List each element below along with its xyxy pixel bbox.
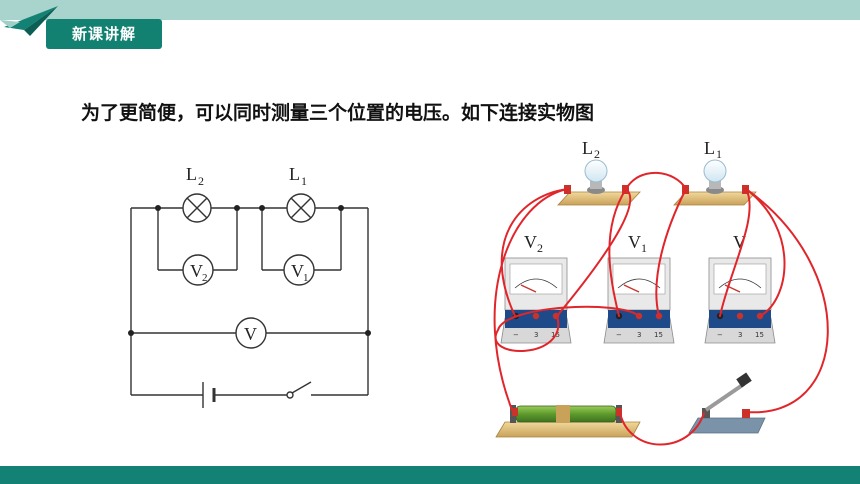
physical-voltmeter-v1-terminal-3: 3: [637, 331, 641, 339]
top-band: [0, 0, 860, 20]
physical-lamp-l1-sub: 1: [716, 147, 722, 161]
physical-voltmeter-v2-terminal-3: 3: [534, 331, 538, 339]
physical-voltmeter-v1-terminal-15: 15: [654, 331, 663, 339]
physical-voltmeter-v: V − 3 15: [704, 232, 776, 344]
physical-lamp-l1: L 1: [673, 138, 757, 206]
schematic-lamp-l1: L 1: [286, 164, 316, 223]
physical-voltmeter-v1-terminal-minus: −: [616, 331, 622, 339]
physical-voltmeter-v-letter: V: [733, 232, 746, 252]
schematic-meter-v2-sub: 2: [202, 272, 208, 284]
schematic-junctions: [128, 205, 371, 336]
physical-wires: [493, 171, 829, 446]
physical-voltmeter-v2-sub: 2: [537, 241, 543, 255]
schematic-diagram: [130, 207, 369, 396]
paper-plane-icon: [0, 6, 58, 36]
physical-voltmeter-v2-terminal-minus: −: [513, 331, 519, 339]
heading: 为了更简便，可以同时测量三个位置的电压。如下连接实物图: [81, 102, 595, 124]
physical-battery: [495, 405, 641, 438]
schematic-lamp-l2: L 2: [182, 164, 212, 223]
schematic-lamp-l2-letter: L: [186, 164, 197, 184]
physical-lamp-l2-sub: 2: [594, 147, 600, 161]
physical-voltmeter-v-terminal-15: 15: [755, 331, 764, 339]
physical-voltmeter-v1-letter: V: [628, 232, 641, 252]
schematic-battery: [202, 382, 216, 408]
physical-voltmeter-v1: V 1 − 3 15: [603, 232, 675, 344]
schematic-lamp-l1-sub: 1: [301, 174, 307, 188]
bottom-band: [0, 466, 860, 484]
physical-voltmeter-v-terminal-3: 3: [738, 331, 742, 339]
physical-lamp-l1-letter: L: [704, 138, 715, 158]
schematic-meter-v-letter: V: [244, 324, 257, 344]
physical-lamp-l2-letter: L: [582, 138, 593, 158]
schematic-meter-v1: V 1: [283, 254, 315, 286]
schematic-meter-v2-letter: V: [190, 261, 203, 281]
physical-voltmeter-v-terminal-minus: −: [717, 331, 723, 339]
schematic-meter-v: V: [235, 317, 267, 349]
schematic-lamp-l2-sub: 2: [198, 174, 204, 188]
schematic-meter-v1-letter: V: [291, 261, 304, 281]
physical-switch: [688, 372, 766, 434]
physical-voltmeter-v1-sub: 1: [641, 241, 647, 255]
physical-voltmeter-v2-letter: V: [524, 232, 537, 252]
schematic-switch: [286, 381, 312, 399]
section-tag: 新课讲解: [46, 19, 162, 49]
schematic-lamp-l1-letter: L: [289, 164, 300, 184]
physical-lamp-l2: L 2: [557, 138, 641, 206]
physical-voltmeter-v2: V 2 − 3 15: [500, 232, 572, 344]
schematic-meter-v2: V 2: [182, 254, 214, 286]
schematic-meter-v1-sub: 1: [303, 272, 309, 284]
